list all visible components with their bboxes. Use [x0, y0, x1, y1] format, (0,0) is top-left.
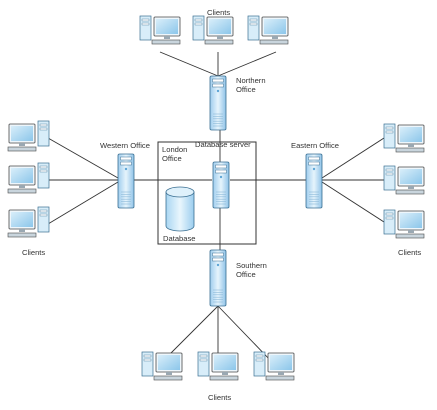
link-client-right-3 [321, 181, 385, 223]
clients-layer [7, 15, 425, 381]
link-client-right-1 [321, 137, 385, 179]
label-southern-office-2: Office [236, 270, 256, 279]
label-southern-office-1: Southern [236, 261, 267, 270]
client-computer-left-2 [7, 162, 50, 194]
client-computer-top-3 [247, 15, 289, 45]
client-computer-right-3 [383, 209, 425, 239]
client-computer-bottom-3 [253, 351, 295, 381]
database-cylinder [165, 186, 195, 232]
london-office-box [157, 141, 257, 245]
label-clients-right: Clients [398, 248, 421, 257]
link-client-top-1 [159, 51, 219, 77]
label-clients-top: Clients [207, 8, 230, 17]
southern-office-server [209, 249, 227, 307]
label-northern-office-2: Office [236, 85, 256, 94]
client-computer-right-1 [383, 123, 425, 153]
client-computer-top-2 [192, 15, 234, 45]
label-london-office-2: Office [162, 154, 182, 163]
eastern-office-server [305, 153, 323, 209]
label-western-office: Western Office [100, 141, 150, 150]
client-computer-top-1 [139, 15, 181, 45]
label-northern-office-1: Northern [236, 76, 266, 85]
northern-office-server [209, 75, 227, 131]
servers-layer [117, 75, 323, 307]
client-computer-bottom-1 [141, 351, 183, 381]
london-database-server [212, 161, 230, 209]
label-clients-bottom: Clients [208, 393, 231, 402]
link-client-top-3 [217, 51, 277, 77]
label-eastern-office: Eastern Office [291, 141, 339, 150]
label-database-server: Database server [195, 140, 251, 149]
client-computer-left-1 [7, 120, 50, 152]
link-client-left-1 [47, 137, 119, 179]
label-database: Database [163, 234, 196, 243]
label-clients-left: Clients [22, 248, 45, 257]
client-computer-bottom-2 [197, 351, 239, 381]
client-computer-left-3 [7, 206, 50, 238]
client-computer-right-2 [383, 165, 425, 195]
label-london-office-1: London [162, 145, 187, 154]
western-office-server [117, 153, 135, 209]
link-client-left-3 [47, 181, 119, 225]
